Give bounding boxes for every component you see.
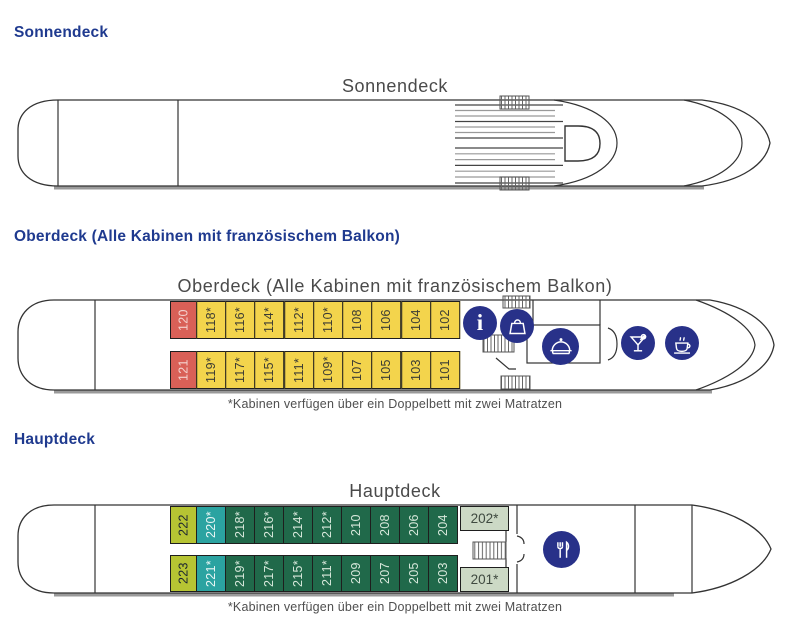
cabin-116: 116* (225, 301, 256, 339)
info-icon: i (463, 306, 497, 340)
cabin-210: 210 (341, 506, 371, 544)
sonnendeck-hull-drawing (17, 95, 771, 191)
cabin-211: 211* (312, 555, 342, 592)
cabin-105: 105 (371, 351, 402, 389)
shopping-bag-icon (500, 309, 534, 343)
cabin-118: 118* (196, 301, 227, 339)
cabin-102: 102 (429, 301, 460, 339)
cabin-119: 119* (196, 351, 227, 389)
cabin-221: 221* (196, 555, 226, 592)
cabin-110: 110* (312, 301, 344, 339)
cabin-104: 104 (400, 301, 431, 339)
cabin-117: 117* (225, 351, 256, 389)
coffee-icon (665, 326, 699, 360)
deck-title-sonnendeck: Sonnendeck (341, 76, 449, 96)
wheelhouse (564, 125, 601, 162)
interior-walls (505, 505, 525, 593)
hauptdeck-footnote: *Kabinen verfügen über ein Doppelbett mi… (227, 600, 563, 614)
cabin-115: 115* (254, 351, 285, 389)
cabin-108: 108 (342, 301, 373, 339)
cabin-219: 219* (225, 555, 255, 592)
cabin-103: 103 (400, 351, 431, 389)
cabin-206: 206 (399, 506, 429, 544)
cocktail-bar-icon (621, 326, 655, 360)
cabin-112: 112* (283, 301, 314, 339)
stairs (472, 541, 507, 560)
cabin-111: 111* (283, 351, 314, 389)
cabin-208: 208 (370, 506, 400, 544)
restaurant-icon (543, 531, 580, 568)
cabin-222: 222 (170, 506, 197, 544)
section-heading-hauptdeck: Hauptdeck (14, 431, 96, 448)
room-service-icon (542, 328, 579, 365)
cabin-217: 217* (254, 555, 284, 592)
deck-title-oberdeck: Oberdeck (Alle Kabinen mit französischem… (177, 276, 613, 296)
cabin-204: 204 (428, 506, 458, 544)
cabin-107: 107 (342, 351, 373, 389)
section-heading-sonnendeck: Sonnendeck (14, 24, 109, 41)
sun-lounger-rows (455, 104, 563, 184)
cabin-201: 201* (460, 567, 509, 592)
cabin-215: 215* (283, 555, 313, 592)
cabin-220: 220* (196, 506, 226, 544)
cabin-207: 207 (370, 555, 400, 592)
cabin-109: 109* (312, 351, 344, 389)
cabin-212: 212* (312, 506, 342, 544)
deck-title-hauptdeck: Hauptdeck (349, 481, 441, 501)
cabin-106: 106 (371, 301, 402, 339)
section-heading-oberdeck: Oberdeck (Alle Kabinen mit französischem… (14, 228, 400, 245)
cabin-218: 218* (225, 506, 255, 544)
cabin-114: 114* (254, 301, 285, 339)
cabin-120: 120 (170, 301, 197, 339)
cabin-203: 203 (428, 555, 458, 592)
cabin-209: 209 (341, 555, 371, 592)
cabin-121: 121 (170, 351, 197, 389)
oberdeck-footnote: *Kabinen verfügen über ein Doppelbett mi… (227, 397, 563, 411)
cabin-223: 223 (170, 555, 197, 592)
cabin-101: 101 (429, 351, 460, 389)
stairs (499, 95, 530, 191)
cabin-214: 214* (283, 506, 313, 544)
cabin-216: 216* (254, 506, 284, 544)
cabin-205: 205 (399, 555, 429, 592)
cabin-202: 202* (460, 506, 509, 531)
